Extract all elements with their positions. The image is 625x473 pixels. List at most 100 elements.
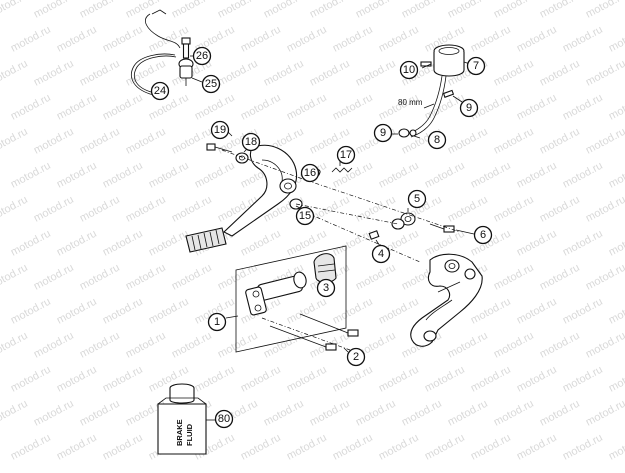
svg-text:4: 4 xyxy=(378,248,384,260)
watermark-text: motod.ru xyxy=(515,160,559,191)
callout-7: 7 xyxy=(466,56,486,76)
watermark-text: motod.ru xyxy=(239,364,283,395)
watermark-text: motod.ru xyxy=(101,160,145,191)
watermark-text: motod.ru xyxy=(492,58,536,89)
watermark-text: motod.ru xyxy=(147,296,191,327)
watermark-text: motod.ru xyxy=(400,0,444,21)
callout-8: 8 xyxy=(427,130,447,150)
watermark-text: motod.ru xyxy=(285,24,329,55)
callout-6: 6 xyxy=(473,225,493,245)
watermark-text: motod.ru xyxy=(239,432,283,463)
watermark-text: motod.ru xyxy=(32,58,76,89)
watermark-text: motod.ru xyxy=(515,24,559,55)
callout-15: 15 xyxy=(295,206,315,226)
container-label-line1: BRAKE xyxy=(175,419,184,446)
watermark-text: motod.ru xyxy=(32,194,76,225)
rear-bracket xyxy=(410,253,483,347)
watermark-text: motod.ru xyxy=(607,228,625,259)
svg-text:7: 7 xyxy=(473,60,479,72)
watermark-text: motod.ru xyxy=(239,24,283,55)
watermark-text: motod.ru xyxy=(492,126,536,157)
watermark-text: motod.ru xyxy=(515,228,559,259)
watermark-text: motod.ru xyxy=(78,262,122,293)
watermark-text: motod.ru xyxy=(538,58,582,89)
callout-25: 25 xyxy=(201,74,221,94)
pedal-pivot-bore xyxy=(284,182,292,190)
callout-26: 26 xyxy=(192,46,212,66)
watermark-text: motod.ru xyxy=(377,364,421,395)
watermark-text: motod.ru xyxy=(55,364,99,395)
callout-4: 4 xyxy=(371,244,391,264)
watermark-text: motod.ru xyxy=(193,364,237,395)
watermark-text: motod.ru xyxy=(262,398,306,429)
banjo-bolt-head xyxy=(181,37,191,45)
watermark-text: motod.ru xyxy=(32,330,76,361)
watermark-text: motod.ru xyxy=(538,194,582,225)
svg-text:3: 3 xyxy=(323,282,329,294)
peg-rib xyxy=(191,235,196,251)
watermark-text: motod.ru xyxy=(331,92,375,123)
peg-rib xyxy=(203,232,208,248)
watermark-text: motod.ru xyxy=(331,296,375,327)
watermark-text: motod.ru xyxy=(561,228,605,259)
watermark-text: motod.ru xyxy=(446,194,490,225)
banjo-body xyxy=(179,65,193,79)
boot-fold xyxy=(317,263,335,267)
watermark-text: motod.ru xyxy=(377,432,421,463)
watermark-text: motod.ru xyxy=(354,262,398,293)
watermark-text: motod.ru xyxy=(446,0,490,21)
callout-17: 17 xyxy=(336,145,356,165)
container-label: BRAKE FLUID xyxy=(175,419,194,446)
callout-2: 2 xyxy=(346,347,366,367)
watermark-text: motod.ru xyxy=(216,330,260,361)
watermark-text: motod.ru xyxy=(423,432,467,463)
pedal-pivot xyxy=(279,178,297,194)
watermark-text: motod.ru xyxy=(331,228,375,259)
svg-text:9: 9 xyxy=(380,127,386,139)
watermark-text: motod.ru xyxy=(170,126,214,157)
watermark-text: motod.ru xyxy=(9,228,53,259)
svg-text:16: 16 xyxy=(304,167,316,179)
watermark-text: motod.ru xyxy=(0,262,30,293)
brake-pedal xyxy=(185,144,353,253)
reservoir-hose xyxy=(407,75,443,135)
watermark-text: motod.ru xyxy=(515,364,559,395)
pin-4 xyxy=(368,230,380,240)
watermark-text: motod.ru xyxy=(377,160,421,191)
reservoir-screw xyxy=(420,61,432,67)
pivot-bolt-shank xyxy=(214,146,233,153)
watermark-text: motod.ru xyxy=(170,262,214,293)
mount-bolt-head-upper xyxy=(347,329,359,337)
hose-fitting-top xyxy=(151,9,167,15)
pivot-washer xyxy=(235,152,249,164)
watermark-text: motod.ru xyxy=(308,194,352,225)
leader-9a xyxy=(452,95,463,103)
svg-text:80: 80 xyxy=(218,413,230,425)
watermark-text: motod.ru xyxy=(124,126,168,157)
svg-text:17: 17 xyxy=(340,149,352,161)
watermark-text: motod.ru xyxy=(32,262,76,293)
watermark-text: motod.ru xyxy=(170,0,214,21)
watermark-text: motod.ru xyxy=(423,364,467,395)
watermark-text: motod.ru xyxy=(239,92,283,123)
callout-16: 16 xyxy=(300,163,320,183)
container-body xyxy=(157,403,207,455)
pedal-hardware xyxy=(206,143,455,240)
hose-connector xyxy=(409,129,417,137)
svg-text:24: 24 xyxy=(154,85,166,97)
callout-18: 18 xyxy=(241,132,261,152)
callout-3: 3 xyxy=(316,278,336,298)
watermark-text: motod.ru xyxy=(331,364,375,395)
watermark-text: motod.ru xyxy=(469,296,513,327)
leader-10 xyxy=(421,63,432,69)
watermark-text: motod.ru xyxy=(446,398,490,429)
svg-text:18: 18 xyxy=(245,136,257,148)
master-cylinder-frame xyxy=(235,245,347,353)
peg-rib xyxy=(215,229,220,245)
watermark-text: motod.ru xyxy=(377,296,421,327)
watermark-text: motod.ru xyxy=(262,58,306,89)
dust-boot xyxy=(313,253,337,284)
hose-upper-curve xyxy=(145,13,181,49)
leader-15 xyxy=(295,205,301,209)
watermark-text: motod.ru xyxy=(285,296,329,327)
